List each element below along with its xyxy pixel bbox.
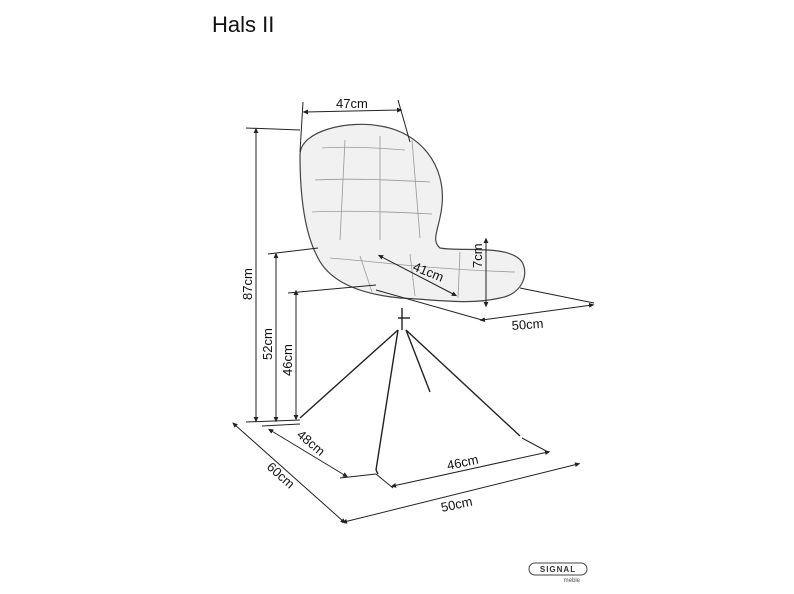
brand-name: SIGNAL bbox=[540, 565, 576, 574]
dim-label-seat-height: 46cm bbox=[280, 344, 295, 376]
dim-label-base-width: 46cm bbox=[446, 452, 480, 473]
signal-logo: SIGNAL meble bbox=[528, 562, 588, 584]
dim-label-base-depth: 48cm bbox=[294, 427, 328, 459]
dim-label-armrest-height: 52cm bbox=[260, 328, 275, 360]
dim-label-seat-width-top: 47cm bbox=[336, 96, 368, 111]
dimension-lines bbox=[232, 99, 595, 524]
dim-label-back-height-side: 7cm bbox=[470, 243, 485, 268]
dim-label-total-width: 50cm bbox=[440, 494, 474, 515]
chair-base bbox=[299, 308, 521, 475]
dim-label-total-height: 87cm bbox=[240, 268, 255, 300]
dim-label-seat-width: 50cm bbox=[511, 316, 544, 333]
dim-label-total-depth: 60cm bbox=[264, 459, 298, 491]
product-title: Hals II bbox=[212, 12, 275, 37]
brand-tagline: meble bbox=[564, 578, 581, 584]
